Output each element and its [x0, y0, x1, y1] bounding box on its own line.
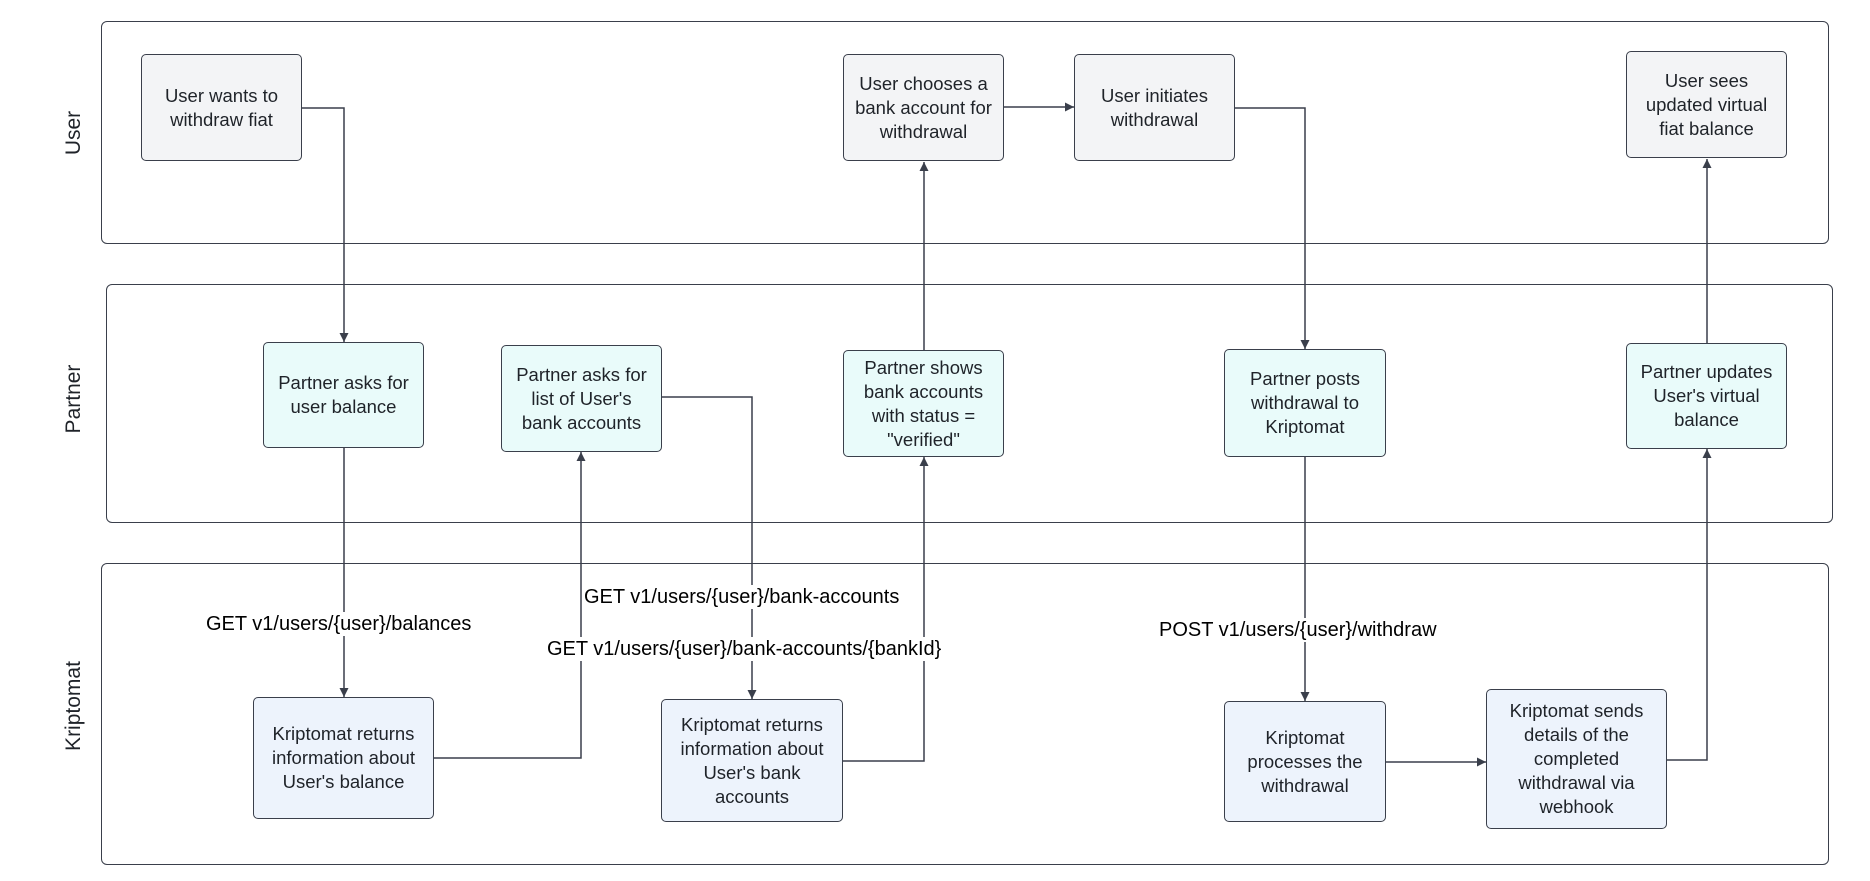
node-partner-posts-withdrawal: Partner posts withdrawal to Kriptomat: [1224, 349, 1386, 457]
node-kriptomat-returns-balance: Kriptomat returns information about User…: [253, 697, 434, 819]
node-user-sees-updated-balance: User sees updated virtual fiat balance: [1626, 51, 1787, 158]
node-partner-asks-balance: Partner asks for user balance: [263, 342, 424, 448]
lane-user: [101, 21, 1829, 244]
node-user-initiates-withdrawal: User initiates withdrawal: [1074, 54, 1235, 161]
edge-krip-accounts-to-partner-shows: [843, 457, 929, 762]
lane-kriptomat: [101, 563, 1829, 865]
node-user-wants-to-withdraw: User wants to withdraw fiat: [141, 54, 302, 161]
node-kriptomat-sends-webhook: Kriptomat sends details of the completed…: [1486, 689, 1667, 829]
api-label-get-bank-account-by-id: GET v1/users/{user}/bank-accounts/{bankI…: [545, 637, 944, 661]
node-partner-updates-balance: Partner updates User's virtual balance: [1626, 343, 1787, 449]
api-label-get-bank-accounts: GET v1/users/{user}/bank-accounts: [582, 585, 902, 609]
edge-user-withdraw-to-partner-balance: [302, 107, 349, 342]
api-label-get-balances: GET v1/users/{user}/balances: [204, 612, 474, 636]
node-user-chooses-bank-account: User chooses a bank account for withdraw…: [843, 54, 1004, 161]
node-partner-shows-bank-accounts: Partner shows bank accounts with status …: [843, 350, 1004, 457]
node-partner-asks-bank-accounts: Partner asks for list of User's bank acc…: [501, 345, 662, 452]
node-kriptomat-returns-bank-accounts: Kriptomat returns information about User…: [661, 699, 843, 822]
edge-user-initiate-to-partner-posts: [1235, 107, 1310, 349]
lane-partner: [106, 284, 1833, 523]
edge-krip-balance-to-partner-list: [434, 452, 586, 759]
node-kriptomat-processes-withdrawal: Kriptomat processes the withdrawal: [1224, 701, 1386, 822]
edge-krip-sends-to-partner-updates: [1667, 449, 1712, 761]
api-label-post-withdraw: POST v1/users/{user}/withdraw: [1157, 618, 1439, 642]
